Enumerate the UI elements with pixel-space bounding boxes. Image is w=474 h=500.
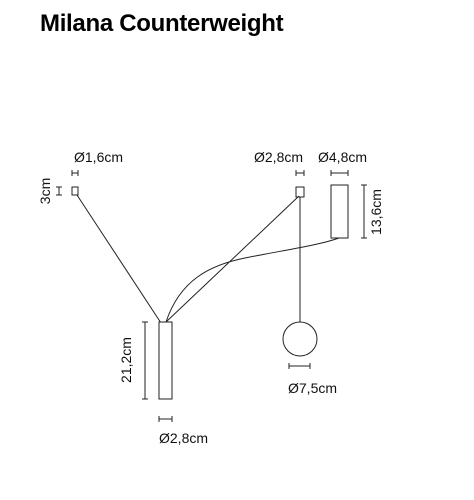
pendant-body-height-label: 21,2cm: [118, 337, 134, 383]
counterweight-diameter-label: Ø4,8cm: [318, 149, 367, 165]
suspension-cable-left: [76, 194, 162, 324]
pendant-body-diameter-label: Ø2,8cm: [159, 430, 208, 446]
counterweight: [330, 184, 349, 239]
pendant-body: [158, 321, 173, 400]
main-canopy-diameter-label: Ø2,8cm: [254, 149, 303, 165]
small-canopy-height-label: 3cm: [37, 178, 53, 204]
main-canopy: [295, 186, 305, 198]
globe-shade: [282, 321, 318, 357]
suspension-cable-diagonal: [165, 195, 300, 323]
small-canopy: [71, 186, 79, 196]
globe-diameter-label: Ø7,5cm: [288, 380, 337, 396]
power-cable-curve: [165, 237, 340, 323]
counterweight-height-label: 13,6cm: [368, 189, 384, 235]
page-title: Milana Counterweight: [40, 10, 284, 37]
small-canopy-diameter-label: Ø1,6cm: [74, 149, 123, 165]
